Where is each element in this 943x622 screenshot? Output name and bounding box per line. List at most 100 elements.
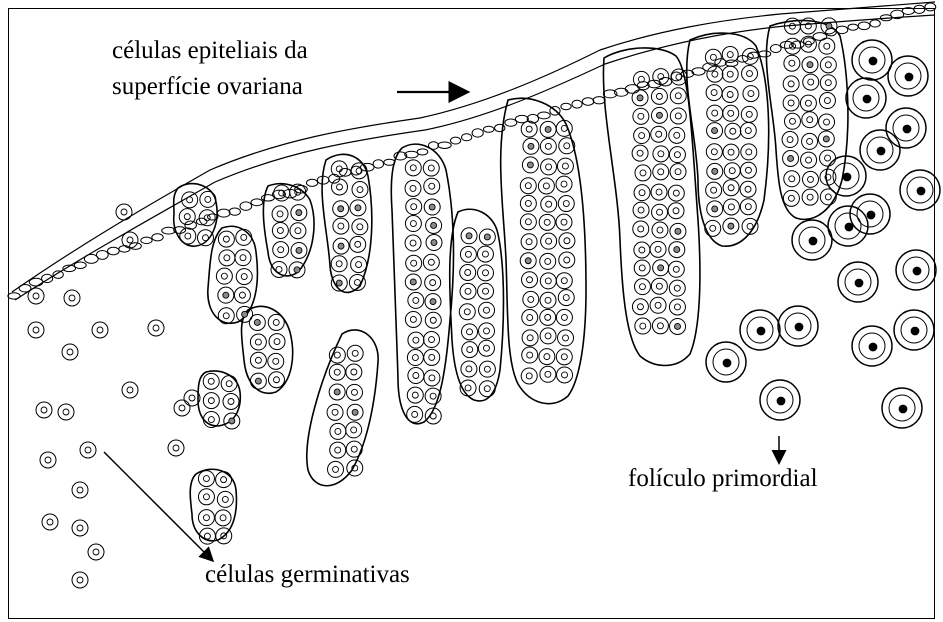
germ-cell	[477, 246, 493, 262]
germ-cell	[424, 332, 440, 348]
epithelial-cell	[538, 112, 551, 119]
cell-nucleus	[333, 466, 339, 472]
cell-nucleus	[429, 337, 435, 343]
cell-nucleus	[655, 302, 661, 308]
cell-nucleus	[711, 187, 717, 193]
germ-cell	[669, 299, 685, 315]
germ-cell	[540, 138, 556, 154]
cell-nucleus	[745, 204, 751, 210]
cell-nucleus	[546, 238, 552, 244]
cell-nucleus	[277, 211, 283, 217]
cell-nucleus	[712, 168, 718, 174]
cell-nucleus	[788, 100, 794, 106]
germ-cell	[800, 95, 816, 111]
label-surface-epithelium-line1: células epiteliais da	[112, 36, 308, 66]
cell-nucleus	[807, 194, 813, 200]
germ-cell	[670, 88, 686, 104]
cell-nucleus	[484, 234, 490, 240]
germ-cell	[634, 279, 650, 295]
free-germ-cell	[64, 290, 80, 306]
cell-nucleus	[223, 292, 229, 298]
cell-nucleus	[484, 328, 490, 334]
cell-nucleus	[807, 117, 813, 123]
cell-nucleus	[411, 260, 417, 266]
germ-cell	[330, 442, 346, 458]
germ-cell	[216, 472, 232, 488]
germ-cell	[351, 257, 367, 273]
cell-nucleus	[528, 296, 534, 302]
germ-cell	[783, 76, 799, 92]
cell-nucleus	[67, 349, 73, 355]
germ-cell	[723, 144, 739, 160]
germ-cell	[541, 233, 557, 249]
germ-cell	[653, 164, 669, 180]
cell-nucleus	[208, 398, 214, 404]
cell-nucleus	[825, 194, 831, 200]
cell-nucleus	[526, 239, 532, 245]
oocyte-nucleus	[913, 267, 921, 275]
cell-nucleus	[528, 143, 534, 149]
cell-nucleus	[728, 110, 734, 116]
cell-nucleus	[296, 247, 302, 253]
germ-cell	[521, 234, 537, 250]
cell-nucleus	[203, 476, 209, 482]
germ-cell	[423, 160, 439, 176]
epithelial-cell	[858, 22, 870, 30]
germ-cell	[541, 159, 557, 175]
cell-nucleus	[224, 255, 230, 261]
cell-nucleus	[295, 228, 301, 234]
germ-cell	[725, 123, 741, 139]
germ-cell	[479, 361, 495, 377]
cell-nucleus	[561, 278, 567, 284]
cell-nucleus	[351, 389, 357, 395]
germ-cell	[633, 202, 649, 218]
germ-cell	[651, 88, 667, 104]
cell-nucleus	[464, 309, 470, 315]
germ-cell	[556, 273, 572, 289]
cell-nucleus	[185, 233, 191, 239]
germ-cell	[784, 171, 800, 187]
oocyte-nucleus	[899, 405, 907, 413]
germ-cell	[668, 261, 684, 277]
germ-cell	[632, 145, 648, 161]
cell-nucleus	[525, 183, 531, 189]
germ-cell	[197, 230, 213, 246]
germ-cell	[706, 182, 722, 198]
epithelial-cell	[8, 293, 20, 299]
cell-nucleus	[208, 417, 214, 423]
germ-cell	[652, 204, 668, 220]
germ-cell	[424, 349, 440, 365]
cell-nucleus	[546, 164, 552, 170]
germ-cell	[635, 165, 651, 181]
cell-nucleus	[351, 369, 357, 375]
cell-nucleus	[431, 240, 437, 246]
cell-nucleus	[334, 352, 340, 358]
free-germ-cell	[28, 322, 44, 338]
germ-cell	[221, 376, 237, 392]
cell-nucleus	[354, 279, 360, 285]
cell-nucleus	[173, 445, 179, 451]
cell-nucleus	[563, 335, 569, 341]
germ-cell	[651, 278, 667, 294]
cell-nucleus	[639, 265, 645, 271]
cell-nucleus	[639, 284, 645, 290]
cell-nucleus	[562, 372, 568, 378]
cell-nucleus	[484, 307, 490, 313]
germ-cell	[801, 152, 817, 168]
cell-nucleus	[242, 311, 248, 317]
cell-nucleus	[825, 80, 831, 86]
label-primordial-follicle: folículo primordial	[628, 464, 818, 494]
epithelial-cell	[417, 149, 428, 155]
cell-nucleus	[483, 345, 489, 351]
cell-nucleus	[41, 407, 47, 413]
germ-cell	[819, 93, 835, 109]
cell-nucleus	[745, 167, 751, 173]
cell-nucleus	[430, 393, 436, 399]
free-germ-cell	[174, 400, 190, 416]
epithelial-cell	[438, 142, 451, 148]
oocyte-nucleus	[757, 327, 765, 335]
cell-nucleus	[526, 373, 532, 379]
cell-nucleus	[673, 190, 679, 196]
cell-nucleus	[712, 110, 718, 116]
germ-cell	[783, 95, 799, 111]
